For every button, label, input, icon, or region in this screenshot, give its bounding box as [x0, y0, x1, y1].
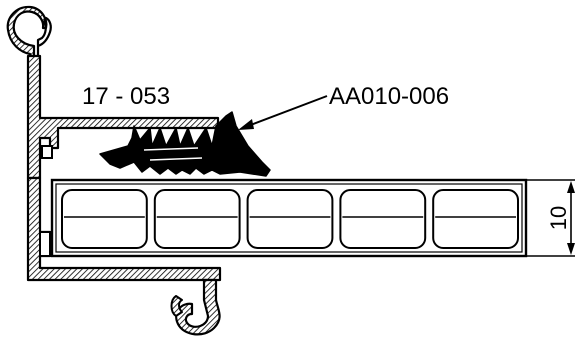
gasket	[99, 111, 271, 177]
panel-cell	[153, 189, 241, 249]
panel-cell	[339, 189, 427, 249]
panel-cell	[61, 189, 148, 249]
panel-cell	[432, 189, 520, 249]
multiwall-panel	[50, 178, 528, 258]
panel-cells	[61, 189, 520, 249]
profile-bottom-hook-lip	[170, 295, 183, 317]
leader-line	[247, 95, 328, 127]
dimension-value: 10	[546, 206, 571, 230]
profile-bottom-hook	[175, 278, 221, 336]
profile-top-hook-tip	[36, 16, 52, 58]
aluminium-profile	[6, 5, 222, 336]
profile-top-hook	[6, 5, 48, 58]
callouts: 17 - 053 AA010-006	[82, 83, 449, 130]
gasket-code-label: AA010-006	[329, 83, 449, 110]
gasket-body	[99, 111, 271, 177]
profile-code-label: 17 - 053	[82, 83, 170, 110]
profile-slot	[41, 145, 53, 159]
panel-cell	[246, 189, 334, 249]
profile-lower-notch	[39, 231, 51, 257]
leader-arrowhead	[238, 119, 254, 130]
dimension-arrow-top	[567, 181, 575, 193]
gasket-fin-shadow	[143, 147, 203, 161]
dimension: 10	[526, 179, 575, 257]
dimension-arrow-bottom	[567, 243, 575, 255]
